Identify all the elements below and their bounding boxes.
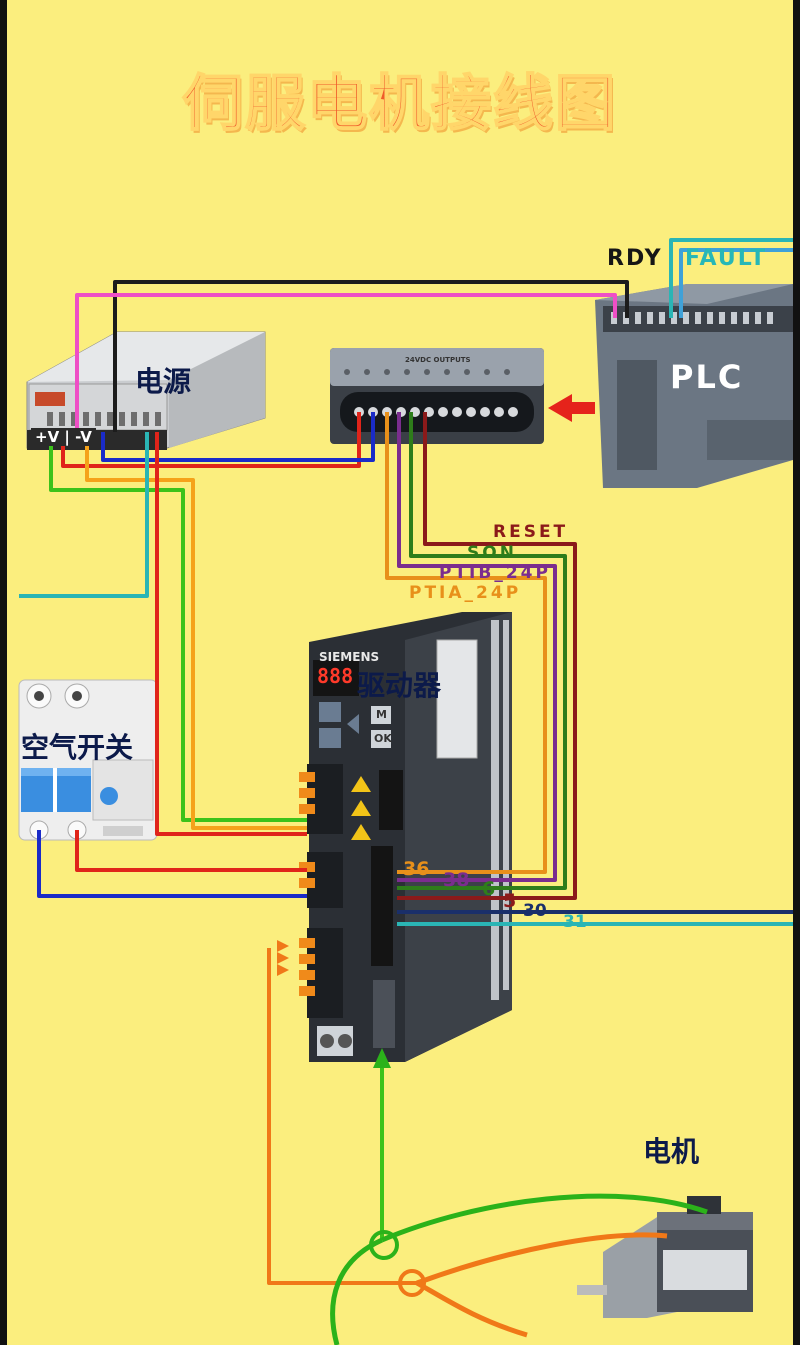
wires: [19, 238, 793, 1345]
breaker: [18, 679, 158, 841]
servo-driver: [299, 612, 512, 1062]
signal-ptib-label: PTIB_24P: [439, 563, 551, 583]
wiring-svg: [18, 238, 793, 1345]
arrow-right-icon: [277, 940, 289, 976]
driver-brand: SIEMENS: [319, 650, 380, 664]
plc-unit: [595, 284, 793, 488]
driver-key-ok[interactable]: OK: [374, 732, 392, 745]
pin-36-label: 36: [403, 858, 430, 880]
pin-31-label: 31: [563, 912, 587, 932]
power-terminal-label: +V | -V: [31, 428, 96, 446]
signal-reset-label: RESET: [493, 522, 569, 542]
plc-fault-label: FAULT: [685, 246, 768, 271]
signal-son-label: SON: [467, 543, 517, 563]
pin-6-label: 6: [482, 878, 496, 900]
driver-display: 888: [317, 664, 354, 688]
pin-5-label: 5: [503, 890, 517, 912]
driver-key-m[interactable]: M: [376, 708, 387, 721]
arrow-right-to-left-icon: [548, 394, 595, 422]
servo-motor: [577, 1196, 753, 1318]
driver-label: 驱动器: [357, 669, 442, 702]
power-supply-label: 电源: [135, 365, 192, 398]
motor-label: 电机: [643, 1135, 700, 1168]
plc-rdy-label: RDY: [607, 246, 663, 271]
page-title: 伺服电机接线图: [182, 68, 617, 140]
breaker-label: 空气开关: [21, 731, 134, 764]
plc-label: PLC: [670, 358, 744, 396]
pin-30-label: 30: [523, 901, 547, 921]
power-supply: [26, 331, 266, 450]
arrow-up-icon: [373, 1048, 391, 1068]
signal-ptia-label: PTIA_24P: [409, 583, 522, 603]
output-module: [330, 348, 595, 444]
wiring-diagram: 伺服电机接线图 电源 +V | -V 24VDC OUTPUTS PLC RDY…: [7, 0, 793, 1345]
pin-38-label: 38: [443, 869, 470, 891]
output-module-header: 24VDC OUTPUTS: [405, 356, 471, 364]
